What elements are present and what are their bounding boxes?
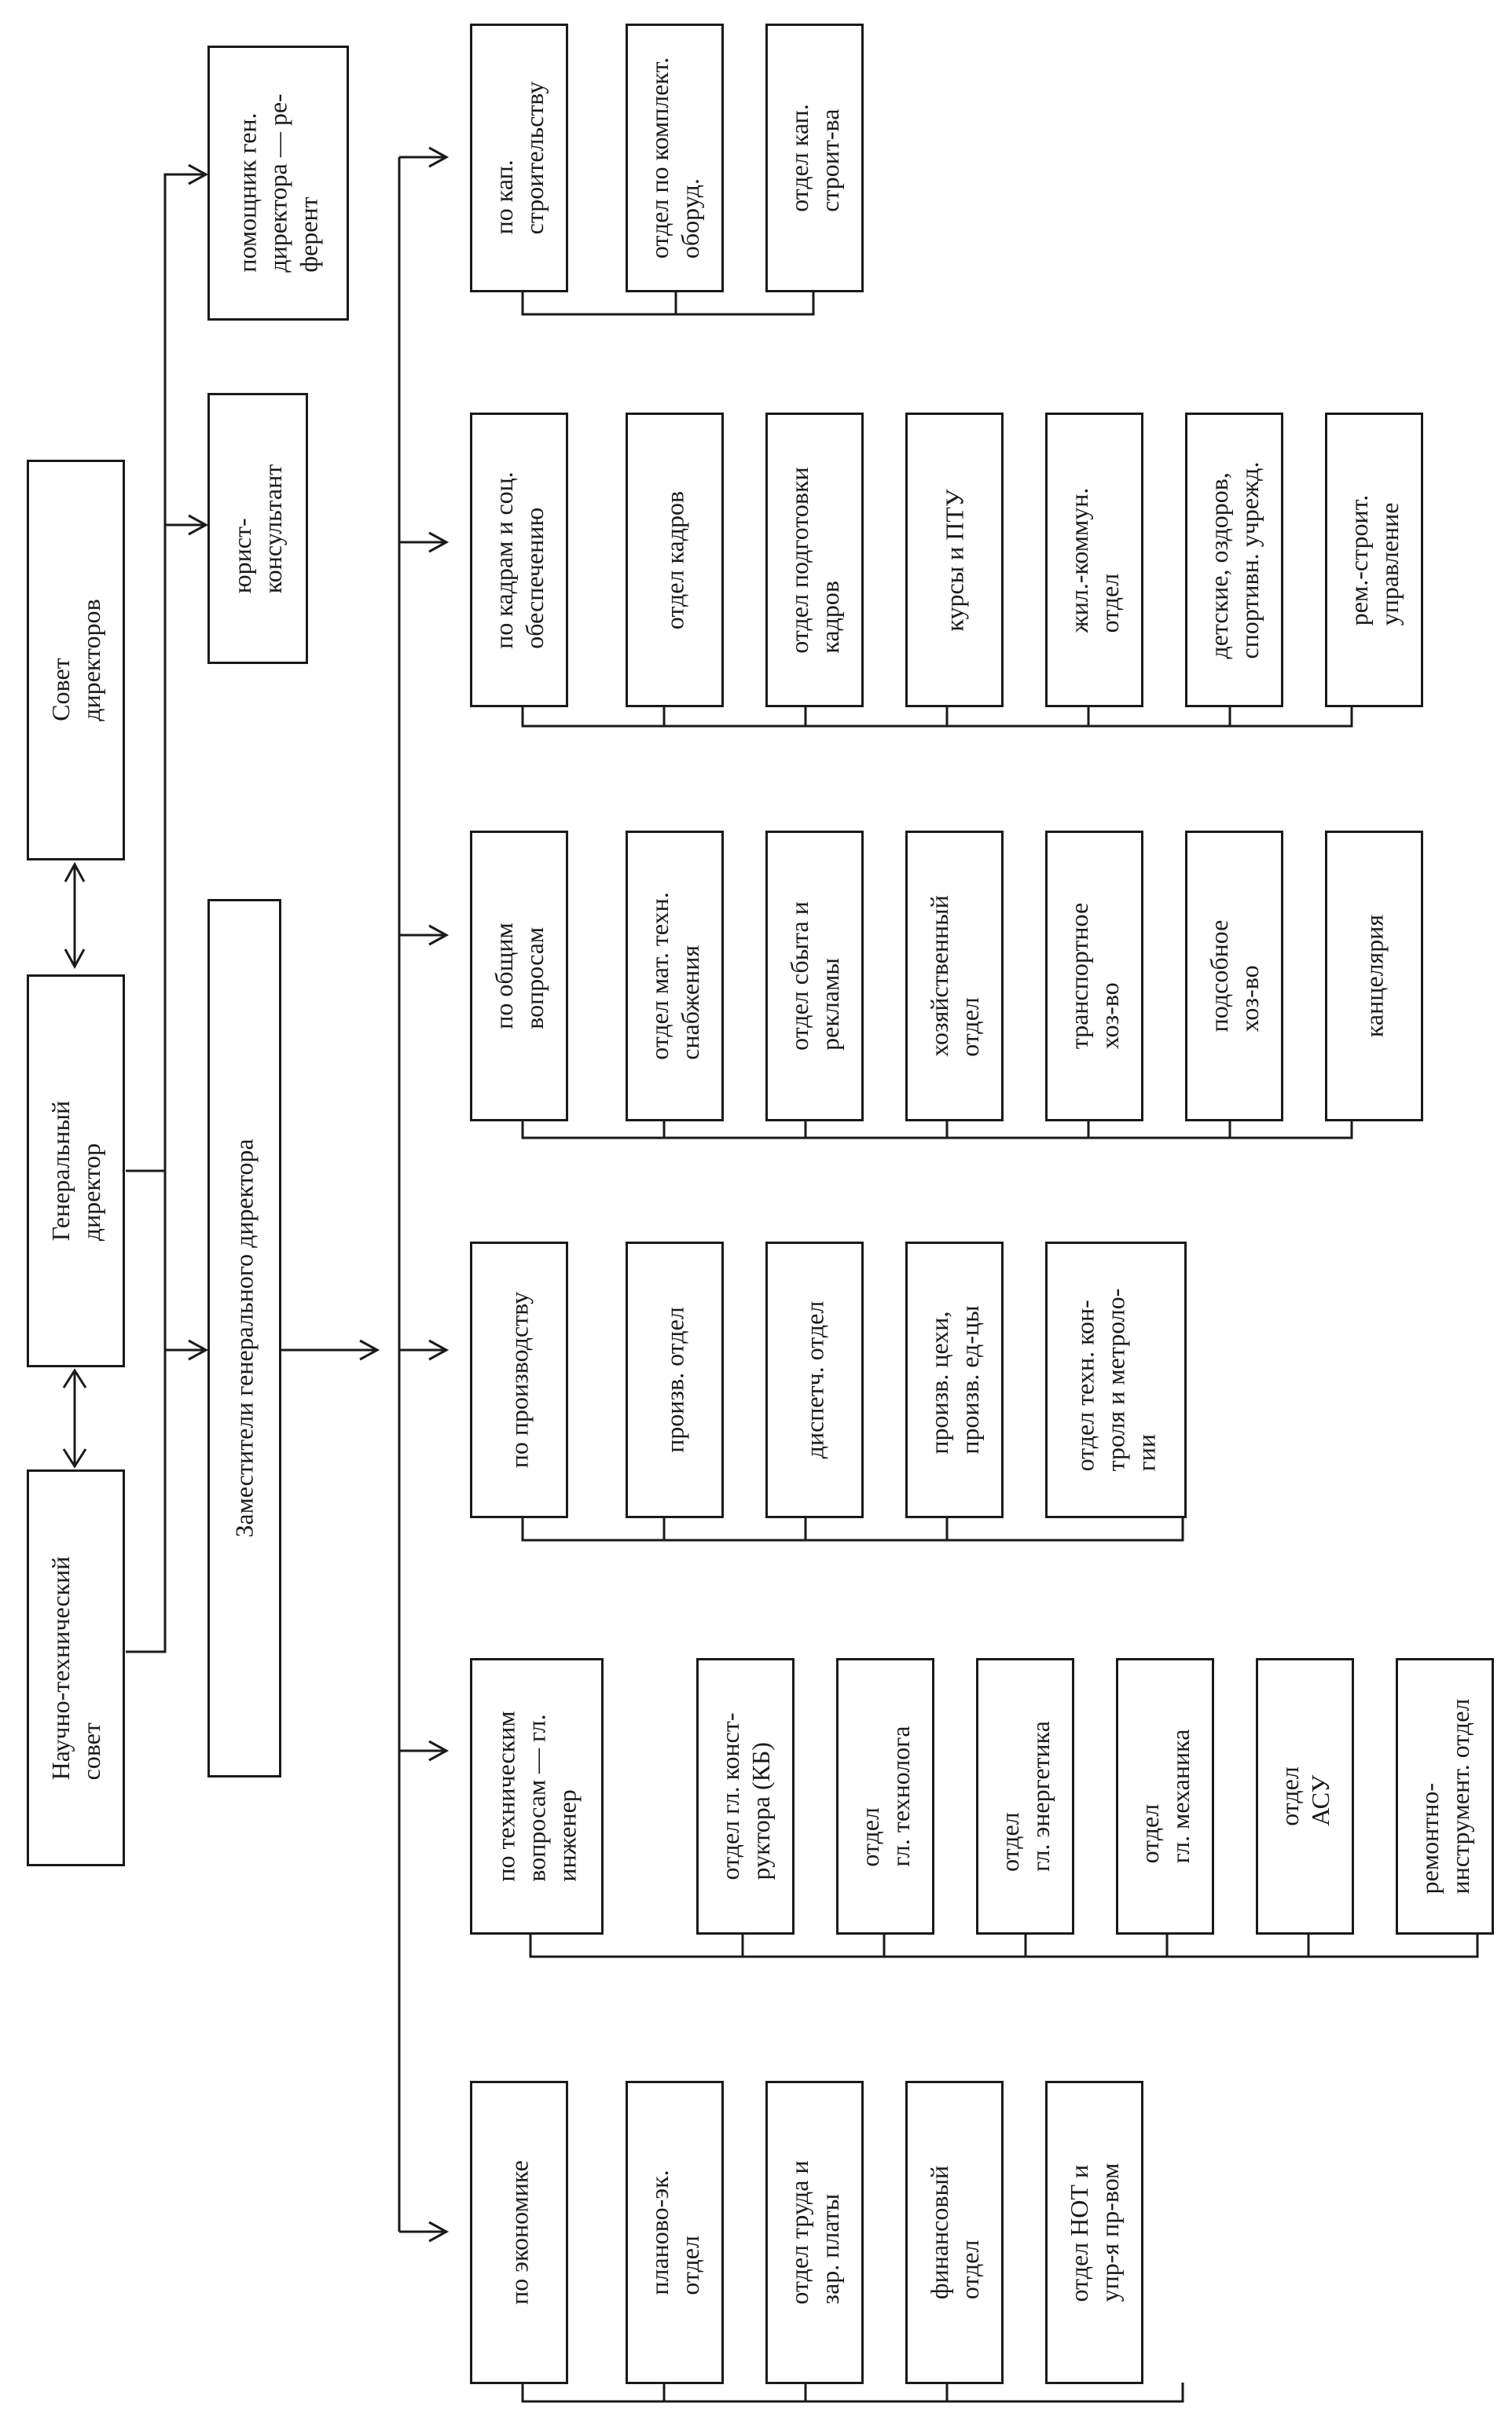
deputies-label: Заместители генерального директора xyxy=(229,1139,259,1538)
dept-label: детские, оздоров, спортивн. учрежд. xyxy=(1204,461,1264,659)
dept-label: отдел АСУ xyxy=(1275,1766,1334,1826)
dept-chief-designer-box: отдел гл. конст- руктора (КБ) xyxy=(696,1658,795,1935)
dept-chancellery-box: канцелярия xyxy=(1325,831,1423,1121)
dept-planning-box: планово-эк. отдел xyxy=(626,2081,724,2384)
dept-label: ремонтно- инструмент. отдел xyxy=(1415,1698,1474,1895)
dept-transport-box: транспортное хоз-во xyxy=(1045,831,1143,1121)
lawyer-box: юрист- консультант xyxy=(207,393,308,664)
group-head-label: по кап. строительству xyxy=(489,81,549,235)
dept-label: отдел подготовки кадров xyxy=(784,466,844,654)
group-head-label: по производству xyxy=(504,1291,533,1469)
dept-label: произв. цехи, произв. ед-цы xyxy=(924,1305,984,1455)
director-trunk-line xyxy=(126,1169,167,1653)
dept-repair-construction-box: рем.-строит. управление xyxy=(1325,413,1423,707)
deputy-production-box: по производству xyxy=(470,1242,568,1518)
assistant-label: помощник ген. директора — ре- ферент xyxy=(233,94,323,273)
dept-label: отдел по комплект. оборуд. xyxy=(644,57,704,259)
dept-chief-power-engineer-box: отдел гл. энергетика xyxy=(976,1658,1074,1935)
dept-auxiliary-box: подсобное хоз-во xyxy=(1185,831,1283,1121)
dept-chief-mechanic-box: отдел гл. механика xyxy=(1116,1658,1214,1935)
scientific-council-label: Научно-технический совет xyxy=(46,1556,105,1780)
assistant-box: помощник ген. директора — ре- ферент xyxy=(207,46,349,321)
deputy-capital-construction-box: по кап. строительству xyxy=(470,24,568,292)
council-director-double-arrow xyxy=(64,861,86,970)
dept-label: диспетч. отдел xyxy=(799,1301,828,1459)
dept-not-box: отдел НОТ и упр-я пр-вом xyxy=(1045,2081,1143,2384)
dept-dispatch-box: диспетч. отдел xyxy=(765,1242,864,1518)
director-scientific-double-arrow xyxy=(62,1368,87,1469)
dept-label: подсобное хоз-во xyxy=(1204,919,1264,1033)
dept-sales-box: отдел сбыта и рекламы xyxy=(765,831,864,1121)
dept-label: хозяйственный отдел xyxy=(924,895,984,1057)
dept-childrens-box: детские, оздоров, спортивн. учрежд. xyxy=(1185,413,1283,707)
dept-housing-box: жил.-коммун. отдел xyxy=(1045,413,1143,707)
dept-repair-tools-box: ремонтно- инструмент. отдел xyxy=(1396,1658,1494,1935)
dept-workshops-box: произв. цехи, произв. ед-цы xyxy=(905,1242,1004,1518)
dept-label: отдел гл. механика xyxy=(1135,1729,1195,1864)
dept-label: транспортное хоз-во xyxy=(1064,902,1124,1050)
dept-label: планово-эк. отдел xyxy=(644,2170,704,2295)
dept-capital-construction-box: отдел кап. строит-ва xyxy=(765,24,864,292)
dept-household-box: хозяйственный отдел xyxy=(905,831,1004,1121)
dept-label: курсы и ПТУ xyxy=(939,488,968,632)
dept-quality-control-box: отдел техн. кон- троля и метроло- гии xyxy=(1045,1242,1187,1518)
general-director-label: Генеральный директор xyxy=(46,1100,105,1242)
dept-label: отдел кап. строит-ва xyxy=(784,104,844,212)
dept-label: финансовый отдел xyxy=(924,2165,984,2300)
group-bus-lines xyxy=(521,291,1479,2403)
dept-label: отдел кадров xyxy=(659,490,688,629)
dept-chief-technologist-box: отдел гл. технолога xyxy=(836,1658,934,1935)
dept-label: отдел труда и зар. платы xyxy=(784,2160,844,2305)
lawyer-label: юрист- консультант xyxy=(227,464,287,593)
dept-equipment-box: отдел по комплект. оборуд. xyxy=(626,24,724,292)
deputy-economics-box: по экономике xyxy=(470,2081,568,2384)
dept-label: отдел мат. техн. снабжения xyxy=(644,892,704,1060)
dept-hr-box: отдел кадров xyxy=(626,413,724,707)
dept-training-box: отдел подготовки кадров xyxy=(765,413,864,707)
dept-production-box: произв. отдел xyxy=(626,1242,724,1518)
dept-label: отдел гл. конст- руктора (КБ) xyxy=(715,1712,775,1880)
dept-label: произв. отдел xyxy=(659,1307,688,1453)
deputies-box: Заместители генерального директора xyxy=(207,899,281,1777)
dept-supply-box: отдел мат. техн. снабжения xyxy=(626,831,724,1121)
deputy-personnel-box: по кадрам и соц. обеспечению xyxy=(470,413,568,707)
dept-label: жил.-коммун. отдел xyxy=(1064,487,1124,633)
dept-finance-box: финансовый отдел xyxy=(905,2081,1004,2384)
dept-label: отдел техн. кон- троля и метроло- гии xyxy=(1070,1288,1161,1472)
general-director-box: Генеральный директор xyxy=(27,974,125,1367)
arrowheads xyxy=(188,146,450,2243)
group-head-label: по кадрам и соц. обеспечению xyxy=(489,471,549,649)
dept-asu-box: отдел АСУ xyxy=(1256,1658,1354,1935)
deputy-general-affairs-box: по общим вопросам xyxy=(470,831,568,1121)
dept-label: отдел гл. технолога xyxy=(855,1726,915,1867)
dept-label: отдел гл. энергетика xyxy=(995,1721,1055,1872)
deputy-technical-box: по техническим вопросам — гл. инженер xyxy=(470,1658,604,1935)
scientific-council-box: Научно-технический совет xyxy=(27,1469,125,1866)
group-head-label: по общим вопросам xyxy=(489,923,549,1029)
dept-label: рем.-строит. управление xyxy=(1344,494,1404,626)
dept-labor-wages-box: отдел труда и зар. платы xyxy=(765,2081,864,2384)
assistant-branch-line xyxy=(163,173,206,1171)
dept-label: отдел НОТ и упр-я пр-вом xyxy=(1064,2163,1124,2302)
group-head-label: по экономике xyxy=(504,2160,533,2305)
council-of-directors-label: Совет директоров xyxy=(46,599,105,721)
council-of-directors-box: Совет директоров xyxy=(27,460,125,860)
dept-label: канцелярия xyxy=(1359,914,1388,1038)
dept-courses-box: курсы и ПТУ xyxy=(905,413,1004,707)
group-head-label: по техническим вопросам — гл. инженер xyxy=(491,1711,582,1882)
dept-label: отдел сбыта и рекламы xyxy=(784,901,844,1051)
